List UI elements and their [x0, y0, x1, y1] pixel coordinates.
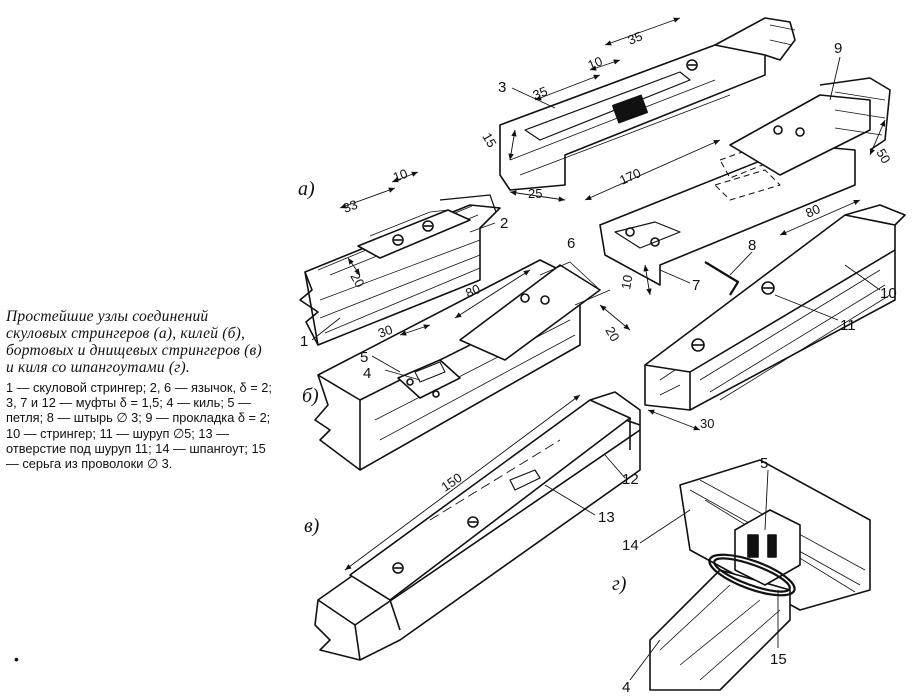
part-3-label: 3	[498, 79, 506, 96]
part-6-label: 6	[567, 235, 575, 252]
dim-right-50: 50	[873, 146, 893, 166]
dim-a-33: 33	[341, 197, 360, 216]
dim-muffle-10: 10	[586, 53, 605, 72]
leader-lines	[311, 56, 881, 681]
dim-a-20: 20	[347, 270, 367, 290]
caption-legend: 1 — скуловой стрингер; 2, 6 — язычок, δ …	[6, 380, 272, 472]
dimension-lines-v	[344, 394, 581, 571]
dim-muffle-15: 15	[479, 130, 499, 150]
keel-g-drawing	[649, 569, 791, 691]
subfig-v-label: в)	[304, 515, 320, 537]
hinge-5-detail	[734, 509, 801, 586]
pin-8-drawing	[704, 261, 740, 296]
hinge-5-drawing	[397, 359, 461, 399]
part-7-label: 7	[692, 277, 700, 294]
dimension-lines-muffle	[508, 17, 721, 202]
dim-muffle-170: 170	[617, 165, 643, 188]
part-5-label-g: 5	[760, 455, 768, 472]
subfig-a-label: а)	[298, 178, 315, 200]
part-4-label-g: 4	[622, 679, 630, 696]
dim-a-10: 10	[391, 166, 410, 185]
part-8-label: 8	[748, 237, 756, 254]
part-12-label: 12	[622, 471, 639, 488]
shim-9-drawing	[729, 77, 891, 176]
dimension-lines-right	[643, 119, 886, 431]
part-11-label: 11	[840, 317, 856, 334]
part-9-label: 9	[834, 40, 842, 57]
dim-muffle-35b: 35	[626, 28, 645, 47]
caption-title: Простейшие узлы соединений скуловых стри…	[6, 308, 262, 376]
shackle-15-drawing	[708, 553, 796, 597]
dim-right-10: 10	[618, 274, 635, 291]
part-14-label: 14	[622, 537, 639, 554]
dimension-lines-b	[399, 269, 631, 336]
dim-b-20: 20	[602, 324, 622, 344]
part-10-label: 10	[880, 285, 897, 302]
part-15-label: 15	[770, 651, 787, 668]
part-5-label: 5	[360, 349, 368, 366]
dimension-lines-a	[339, 171, 419, 276]
dim-right-30: 30	[700, 416, 714, 431]
dim-muffle-25: 25	[528, 186, 542, 201]
part-13-label: 13	[598, 509, 615, 526]
part-2-label: 2	[500, 215, 508, 232]
dim-b-30: 30	[376, 322, 395, 341]
tongue-2-drawing	[357, 209, 471, 259]
subfig-g-label: г)	[612, 573, 627, 595]
dim-v-150: 150	[438, 470, 464, 495]
figure-caption: Простейшие узлы соединений скуловых стри…	[6, 308, 272, 471]
dim-b-80: 80	[463, 281, 482, 301]
stray-mark: •	[14, 651, 19, 667]
subfig-b-label: б)	[302, 385, 319, 407]
dim-muffle-35a: 35	[531, 83, 550, 102]
part-1-label: 1	[300, 333, 308, 350]
part-4-label: 4	[363, 365, 371, 382]
dim-right-80: 80	[803, 201, 822, 221]
muffle-3-drawing	[499, 17, 796, 191]
